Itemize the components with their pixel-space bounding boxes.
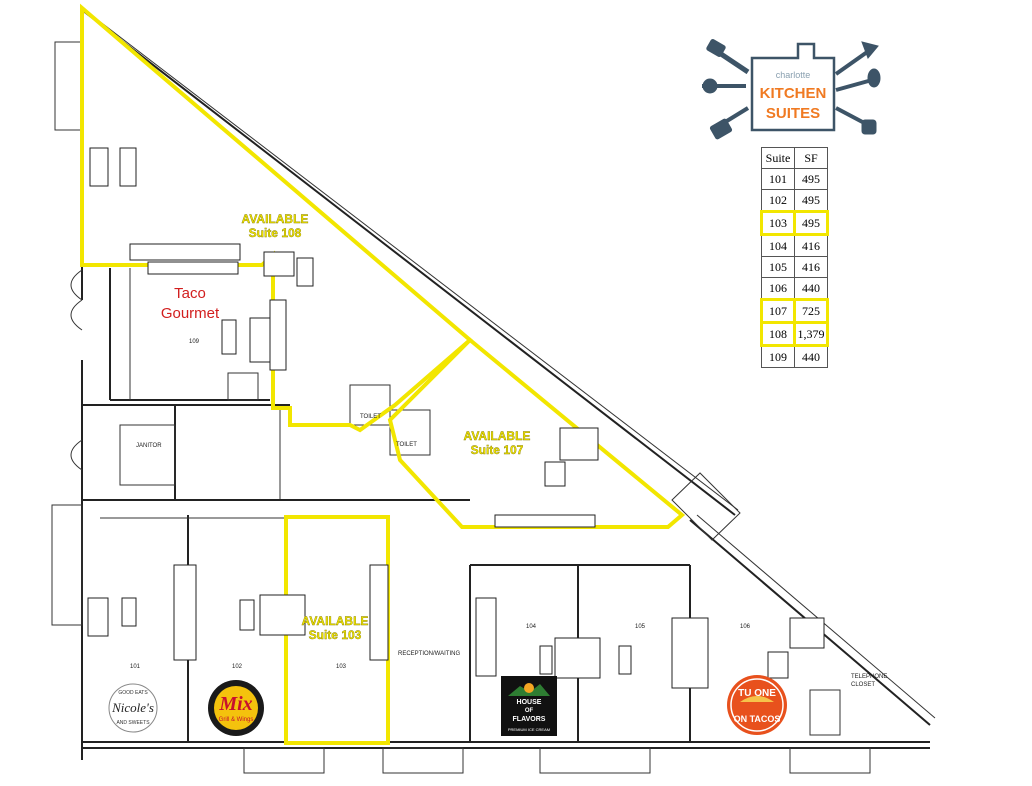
table-row: 106 440 [761, 277, 828, 300]
suite-cell: 105 [761, 256, 795, 278]
mix-logo: Mix Grill & Wings [208, 680, 264, 736]
table-row-highlighted: 107 725 [760, 298, 829, 324]
table-header-row: Suite SF [761, 147, 828, 169]
suite-cell: 101 [761, 168, 795, 190]
kitchen-suites-logo: charlotte KITCHEN SUITES [702, 39, 881, 140]
suite-cell: 108 [760, 321, 796, 347]
svg-text:charlotte: charlotte [776, 70, 811, 80]
room-number: 109 [189, 339, 200, 345]
sf-cell: 495 [794, 168, 828, 190]
toilet-label: TOILET [396, 442, 417, 448]
building-walls [51, 9, 936, 774]
sf-cell: 416 [794, 256, 828, 278]
telephone-label: TELEPHONE [851, 674, 887, 680]
tu-one-on-tacos-logo: TU ONE ON TACOS [727, 675, 787, 735]
table-row: 104 416 [761, 234, 828, 257]
reception-label: RECEPTION/WAITING [398, 651, 460, 657]
janitor-label: JANITOR [136, 443, 162, 449]
room-number: 106 [740, 624, 751, 630]
svg-text:GOOD EATS: GOOD EATS [118, 690, 148, 696]
sf-header: SF [794, 147, 828, 169]
table-row: 102 495 [761, 189, 828, 212]
available-107-label-1: AVAILABLE [464, 429, 531, 443]
suite-cell: 106 [761, 277, 795, 300]
svg-text:ON TACOS: ON TACOS [734, 714, 781, 724]
house-of-flavors-logo: HOUSE OF FLAVORS PREMIUM ICE CREAM [501, 676, 557, 736]
sf-cell: 416 [794, 234, 828, 257]
table-row: 109 440 [761, 345, 828, 368]
svg-text:KITCHEN: KITCHEN [760, 85, 827, 102]
room-number: 104 [526, 624, 537, 630]
suite-cell: 103 [760, 210, 796, 236]
available-108-label-1: AVAILABLE [242, 212, 309, 226]
svg-text:FLAVORS: FLAVORS [513, 716, 546, 723]
sf-cell: 1,379 [793, 321, 829, 347]
sf-cell: 440 [794, 345, 828, 368]
available-103-label-1: AVAILABLE [302, 614, 369, 628]
sf-cell: 725 [793, 298, 829, 324]
taco-gourmet-label-1: Taco [174, 285, 206, 302]
available-107-label-2: Suite 107 [471, 443, 524, 457]
suite-cell: 109 [761, 345, 795, 368]
svg-text:SUITES: SUITES [766, 105, 820, 122]
sf-cell: 495 [793, 210, 829, 236]
room-number: 102 [232, 664, 243, 670]
svg-text:Grill & Wings: Grill & Wings [219, 717, 254, 723]
suite-sf-table: Suite SF 101 495 102 495 103 495 104 416… [760, 147, 829, 368]
svg-text:PREMIUM ICE CREAM: PREMIUM ICE CREAM [508, 727, 550, 732]
sf-cell: 495 [794, 189, 828, 212]
table-row-highlighted: 103 495 [760, 210, 829, 236]
table-row: 101 495 [761, 168, 828, 190]
svg-text:Nicole's: Nicole's [111, 700, 154, 715]
available-108-label-2: Suite 108 [249, 226, 302, 240]
table-row: 105 416 [761, 256, 828, 278]
room-number: 101 [130, 664, 141, 670]
available-103-label-2: Suite 103 [309, 628, 362, 642]
interior-walls [82, 264, 841, 742]
room-number: 103 [336, 664, 347, 670]
suite-cell: 102 [761, 189, 795, 212]
toilet-label: TOILET [360, 414, 381, 420]
sf-cell: 440 [794, 277, 828, 300]
svg-text:HOUSE: HOUSE [517, 699, 542, 706]
room-number: 105 [635, 624, 646, 630]
suite-header: Suite [761, 147, 795, 169]
svg-text:Mix: Mix [218, 693, 252, 715]
svg-text:AND SWEETS: AND SWEETS [116, 720, 150, 726]
suite-cell: 104 [761, 234, 795, 257]
nicoles-logo: GOOD EATS Nicole's AND SWEETS [108, 683, 158, 733]
suite-107-outline [387, 337, 686, 529]
suite-cell: 107 [760, 298, 796, 324]
telephone-label: CLOSET [851, 682, 875, 688]
svg-text:TU ONE: TU ONE [738, 688, 776, 699]
table-row-highlighted: 108 1,379 [760, 321, 829, 347]
plan-labels: AVAILABLE Suite 108 AVAILABLE Suite 107 … [130, 212, 887, 688]
svg-text:OF: OF [525, 708, 534, 714]
kitchen-equipment [87, 147, 825, 689]
taco-gourmet-label-2: Gourmet [161, 305, 220, 322]
